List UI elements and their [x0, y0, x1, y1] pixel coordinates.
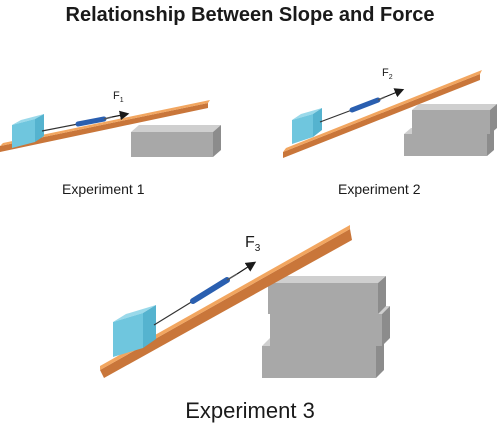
force-sub-3: 3	[255, 243, 261, 254]
brick-2a-front	[404, 134, 487, 156]
force-sub-2: 2	[389, 74, 393, 81]
string-2	[319, 109, 353, 123]
page-title: Relationship Between Slope and Force	[65, 4, 435, 26]
brick-3c-top	[268, 276, 386, 283]
brick-1-side	[213, 125, 221, 157]
experiment-2-caption: Experiment 2	[338, 181, 421, 197]
block-2	[292, 108, 322, 144]
brick-3c-front	[268, 283, 378, 314]
experiment-3: F3	[100, 225, 390, 378]
force-label-1: F1	[113, 90, 124, 104]
plank-3	[100, 225, 352, 378]
brick-1-front	[131, 132, 213, 157]
experiment-3-caption: Experiment 3	[185, 398, 315, 423]
brick-1-top	[131, 125, 221, 132]
string-1	[41, 123, 79, 132]
experiment-1-caption: Experiment 1	[62, 181, 145, 197]
block-1	[12, 114, 44, 148]
string-3	[153, 300, 194, 326]
brick-2b-top	[412, 104, 497, 110]
brick-3b-side	[382, 306, 390, 346]
force-sub-1: 1	[120, 97, 124, 104]
brick-2b-side	[490, 104, 497, 134]
force-arrow-2	[384, 88, 405, 98]
brick-3a-front	[262, 346, 376, 378]
brick-2b-front	[412, 110, 490, 134]
brick-3a-side	[376, 338, 384, 378]
spring-scale-1	[75, 116, 113, 127]
spring-scale-2	[349, 96, 386, 113]
force-label-3: F3	[245, 234, 261, 254]
spring-scale-3	[190, 273, 238, 304]
plank-2	[283, 70, 482, 158]
brick-2a-side	[487, 128, 494, 156]
brick-3b-front	[270, 314, 382, 346]
force-label-2: F2	[382, 67, 393, 81]
force-arrow-3	[236, 261, 257, 275]
experiment-2: F2	[283, 67, 497, 158]
plank-1	[0, 100, 210, 152]
brick-stack-3	[262, 276, 390, 378]
brick-stack-2	[404, 104, 497, 156]
force-arrow-1	[111, 110, 130, 121]
block-3	[113, 305, 156, 357]
brick-stack-1	[131, 125, 221, 157]
brick-3c-side	[378, 276, 386, 314]
experiment-1: F1	[0, 90, 221, 157]
